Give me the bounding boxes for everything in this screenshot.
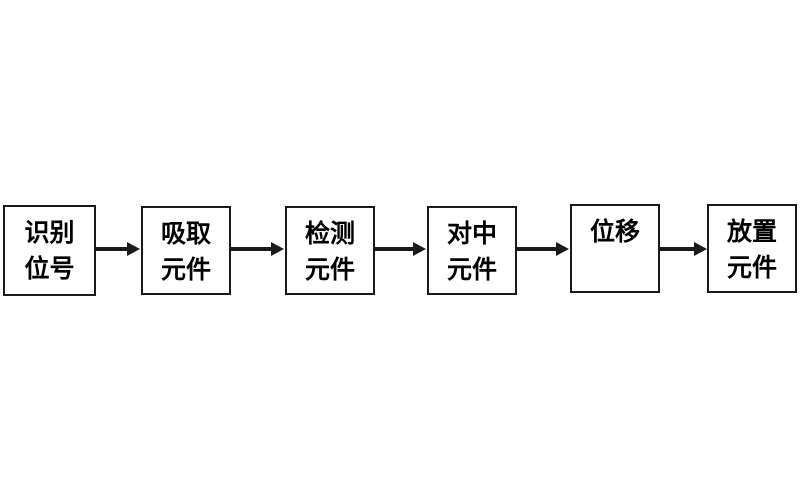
arrow-shaft	[96, 247, 128, 251]
arrow-head-icon	[413, 242, 426, 256]
process-node-identify-position[interactable]: 识别 位号	[3, 205, 96, 296]
flow-arrow-3	[375, 242, 428, 256]
flow-arrow-1	[96, 242, 141, 256]
arrow-head-icon	[556, 242, 569, 256]
process-node-label: 检测 元件	[304, 219, 355, 284]
arrow-head-icon	[127, 242, 140, 256]
flow-arrow-5	[660, 242, 708, 256]
process-node-label: 对中 元件	[446, 219, 497, 284]
process-node-inspect-component[interactable]: 检测 元件	[285, 206, 375, 295]
process-node-label: 放置 元件	[726, 217, 777, 282]
arrow-shaft	[375, 247, 414, 251]
process-node-pick-component[interactable]: 吸取 元件	[141, 206, 231, 295]
arrow-shaft	[660, 247, 695, 251]
arrow-shaft	[517, 247, 557, 251]
process-node-label: 吸取 元件	[160, 219, 211, 284]
arrow-shaft	[231, 247, 272, 251]
arrow-head-icon	[694, 242, 707, 256]
process-node-displacement[interactable]: 位移	[570, 204, 660, 293]
process-node-place-component[interactable]: 放置 元件	[707, 204, 797, 293]
process-node-label: 位移	[589, 217, 640, 246]
arrow-head-icon	[271, 242, 284, 256]
flow-arrow-4	[517, 242, 571, 256]
process-node-label: 识别 位号	[24, 218, 75, 283]
process-node-align-component[interactable]: 对中 元件	[427, 206, 517, 295]
flow-arrow-2	[231, 242, 286, 256]
